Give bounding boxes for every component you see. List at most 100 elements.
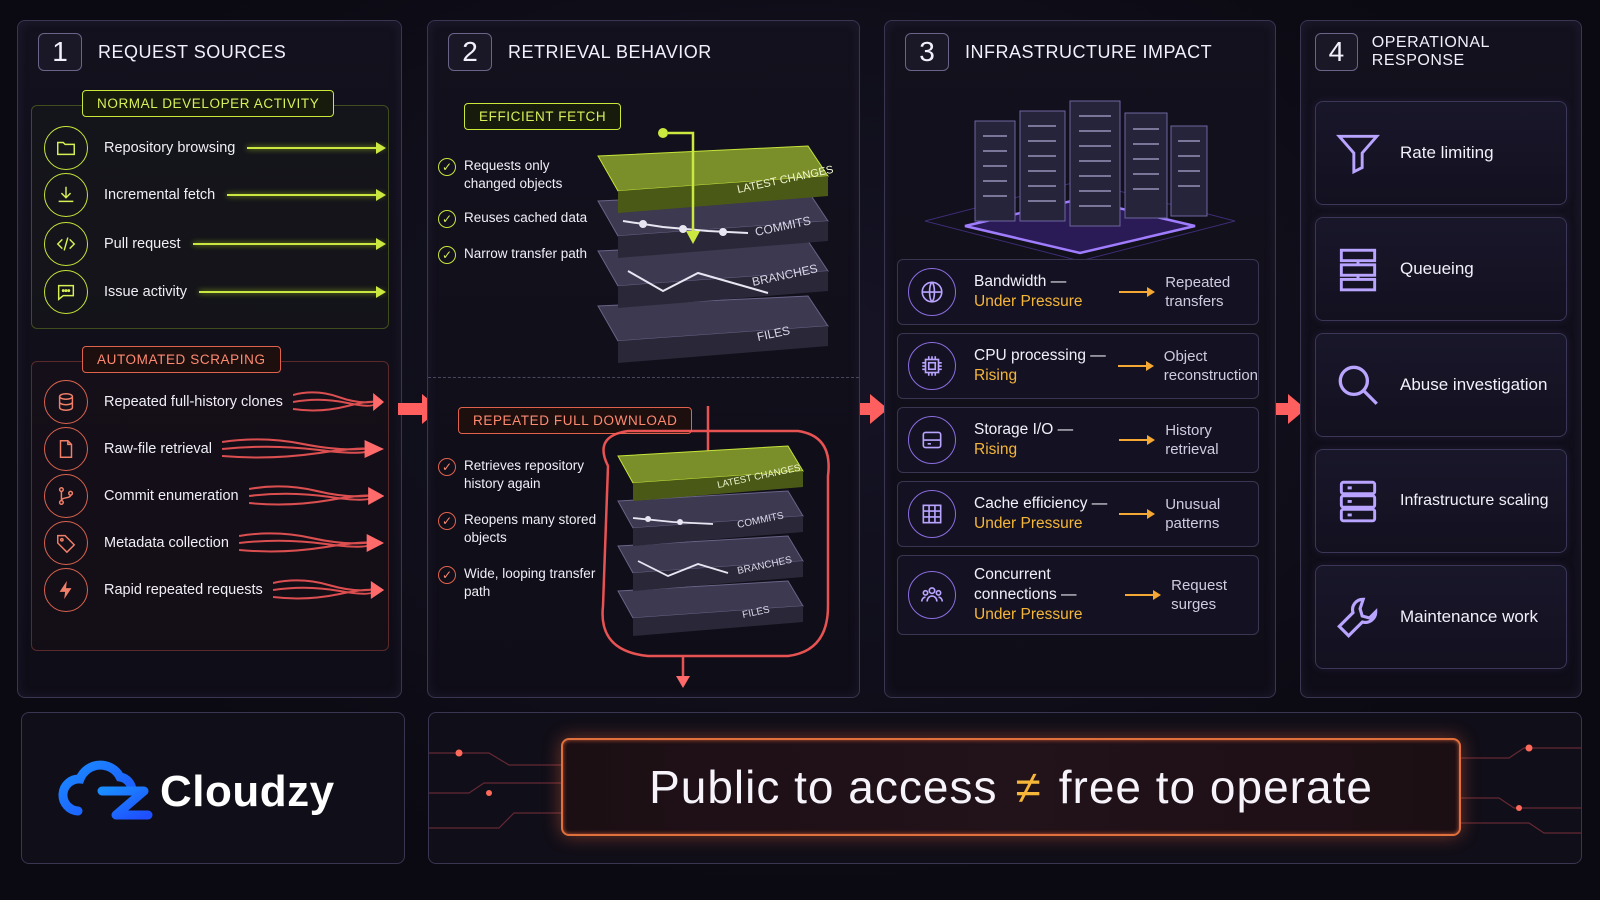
check-icon: ✓ xyxy=(438,566,456,584)
users-icon xyxy=(908,571,956,619)
loop-arrowhead xyxy=(676,676,690,688)
check-label: Retrieves repository history again xyxy=(464,458,585,491)
branch-icon xyxy=(44,474,88,518)
check-item: ✓ Retrieves repository history again xyxy=(438,457,598,493)
source-label: Issue activity xyxy=(104,284,187,300)
check-item: ✓Reuses cached data xyxy=(438,209,608,228)
impact-status: Rising xyxy=(974,441,1018,458)
source-label: Rapid repeated requests xyxy=(104,582,263,598)
source-row: Raw-file retrieval xyxy=(44,427,384,471)
request-sources-panel: 1 REQUEST SOURCES NORMAL DEVELOPER ACTIV… xyxy=(17,20,402,698)
stack-layer-latest-changes: LATEST CHANGES xyxy=(617,445,804,501)
surge-arrow xyxy=(272,579,384,600)
chat-icon xyxy=(44,270,88,314)
stack-layer-branches: BRANCHES xyxy=(617,535,804,591)
response-label: Queueing xyxy=(1400,259,1474,278)
check-icon: ✓ xyxy=(438,210,456,228)
impact-row: Bandwidth —Under Pressure Repeated trans… xyxy=(897,259,1259,325)
lightning-icon xyxy=(44,568,88,612)
surge-arrow xyxy=(221,438,384,459)
impact-status: Under Pressure xyxy=(974,293,1083,310)
retrieval-behavior-panel: 2 RETRIEVAL BEHAVIOR EFFICIENT FETCH ✓Re… xyxy=(427,20,860,698)
check-label: Requests only changed objects xyxy=(464,158,563,191)
folder-icon xyxy=(44,126,88,170)
check-label: Wide, looping transfer path xyxy=(464,566,596,599)
response-label: Rate limiting xyxy=(1400,143,1494,162)
brand-name: Cloudzy xyxy=(160,767,335,816)
looping-layer-stack: FILES BRANCHES COMMITS LATEST CHANGES xyxy=(601,406,830,688)
check-item: ✓Narrow transfer path xyxy=(438,245,608,264)
surge-arrow xyxy=(238,532,384,553)
globe-icon xyxy=(908,268,956,316)
panel-connector-arrow xyxy=(846,394,888,424)
impact-row: Storage I/O —Rising History retrieval xyxy=(897,407,1259,473)
impact-row: Cache efficiency — Under Pressure Unusual… xyxy=(897,481,1259,547)
slogan-box: Public to access ≠ free to operate xyxy=(428,712,1582,864)
surge-arrow xyxy=(292,391,384,412)
wrench-icon xyxy=(1330,589,1386,645)
panel-connector-arrow xyxy=(1264,394,1306,424)
slogan-left: Public to access xyxy=(649,761,998,813)
response-card-queueing: Queueing xyxy=(1315,217,1567,321)
infrastructure-impact-panel: 3 INFRASTRUCTURE IMPACT Bandwidth —Under… xyxy=(884,20,1276,698)
flow-arrow xyxy=(199,286,386,298)
source-label: Metadata collection xyxy=(104,535,229,551)
source-row: Commit enumeration xyxy=(44,474,384,518)
stack-layer-commits: COMMITS xyxy=(617,490,804,546)
panel-number: 4 xyxy=(1315,33,1358,71)
impact-metric: Cache efficiency — xyxy=(974,495,1108,512)
source-row: Rapid repeated requests xyxy=(44,568,384,612)
source-row: Metadata collection xyxy=(44,521,384,565)
stack-layer-files: FILES xyxy=(617,580,804,636)
panel-title: RETRIEVAL BEHAVIOR xyxy=(508,41,712,62)
panel-number: 2 xyxy=(448,33,492,71)
queue-icon xyxy=(1330,241,1386,297)
impact-arrow xyxy=(1117,361,1154,371)
check-item: ✓Requests only changed objects xyxy=(438,157,588,193)
code-icon xyxy=(44,222,88,266)
server-stack-icon xyxy=(1330,473,1386,529)
response-card-infrastructure-scaling: Infrastructure scaling xyxy=(1315,449,1567,553)
impact-metric: Storage I/O — xyxy=(974,421,1074,438)
panel-title: OPERATIONAL RESPONSE xyxy=(1371,34,1490,69)
impact-status: Under Pressure xyxy=(974,515,1083,532)
check-icon: ✓ xyxy=(438,246,456,264)
impact-result: Unusual patterns xyxy=(1165,496,1221,532)
surge-arrow xyxy=(248,485,384,506)
cpu-icon xyxy=(908,342,956,390)
impact-arrow xyxy=(1119,287,1156,297)
response-label: Infrastructure scaling xyxy=(1400,492,1549,509)
panel-title: REQUEST SOURCES xyxy=(98,41,287,62)
impact-metric: Concurrent connections — xyxy=(974,566,1077,603)
cloudzy-logo-mark xyxy=(58,760,153,820)
automated-scraping-tag: AUTOMATED SCRAPING xyxy=(82,346,281,373)
magnifier-icon xyxy=(1330,357,1386,413)
check-icon: ✓ xyxy=(438,458,456,476)
flow-arrow xyxy=(247,142,386,154)
source-label: Raw-file retrieval xyxy=(104,441,212,457)
impact-status: Under Pressure xyxy=(974,606,1083,623)
efficient-layer-stack: FILES BRANCHES COMMITS LATEST CHANGES xyxy=(597,128,834,363)
impact-result: Request surges xyxy=(1171,577,1227,613)
section-divider xyxy=(428,377,859,378)
stack-layer-files: FILES xyxy=(597,295,829,363)
efficient-fetch-tag: EFFICIENT FETCH xyxy=(464,103,622,130)
response-card-abuse-investigation: Abuse investigation xyxy=(1315,333,1567,437)
check-label: Reopens many stored objects xyxy=(464,512,597,545)
source-label: Incremental fetch xyxy=(104,187,216,203)
flow-arrow xyxy=(227,189,386,201)
source-label: Repository browsing xyxy=(104,140,236,156)
normal-activity-group: NORMAL DEVELOPER ACTIVITY Repository bro… xyxy=(31,90,389,329)
source-row: Repeated full-history clones xyxy=(44,380,384,424)
circuit-traces xyxy=(429,744,1581,834)
panel-title: INFRASTRUCTURE IMPACT xyxy=(965,41,1213,62)
slogan-banner: Public to access ≠ free to operate xyxy=(561,738,1461,836)
source-label: Commit enumeration xyxy=(104,488,239,504)
response-card-maintenance-work: Maintenance work xyxy=(1315,565,1567,669)
source-row: Pull request xyxy=(44,222,387,266)
flow-arrow xyxy=(192,238,387,250)
impact-result: Repeated transfers xyxy=(1165,274,1231,310)
impact-arrow xyxy=(1125,590,1162,600)
download-icon xyxy=(44,173,88,217)
response-card-rate-limiting: Rate limiting xyxy=(1315,101,1567,205)
